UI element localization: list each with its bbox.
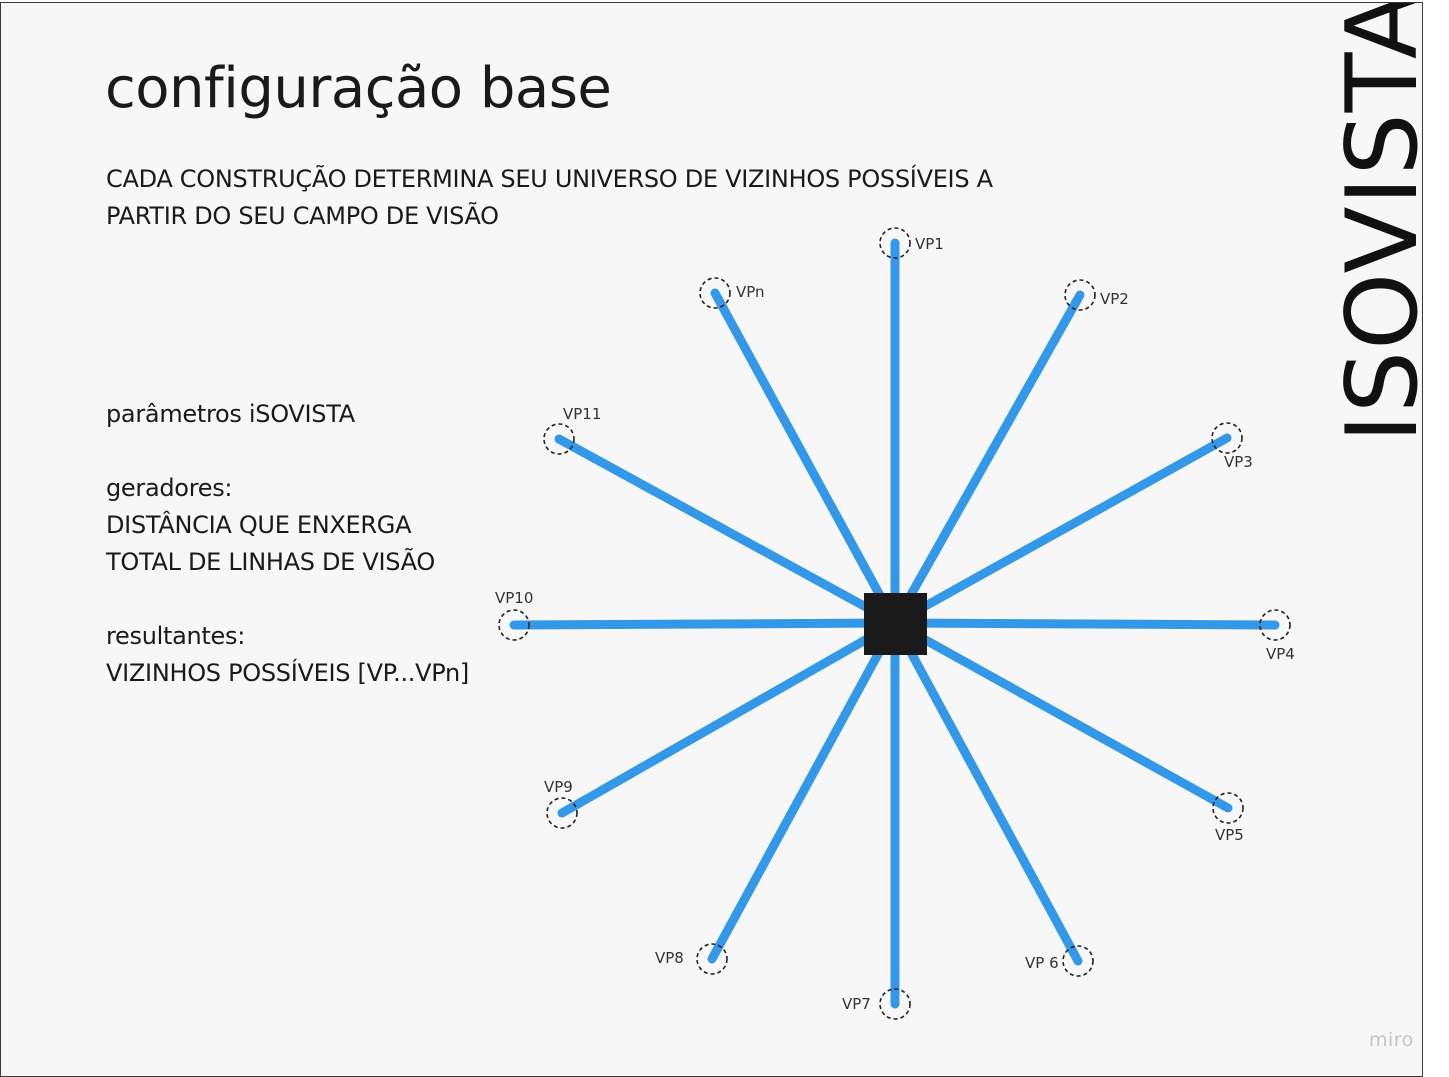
parameters-block: parâmetros iSOVISTA geradores: DISTÂNCIA… xyxy=(106,396,469,692)
viewpoint-marker-vpn xyxy=(699,277,731,309)
sight-line-vp4 xyxy=(890,618,1280,630)
building-square xyxy=(864,593,927,655)
sight-line-vp9 xyxy=(557,618,900,818)
sight-line-vp6 xyxy=(890,618,1083,966)
generator-item: DISTÂNCIA QUE ENXERGA xyxy=(106,511,412,539)
generator-item: TOTAL DE LINHAS DE VISÃO xyxy=(106,548,435,576)
viewpoint-marker-vp3 xyxy=(1211,422,1243,454)
results-heading: resultantes: xyxy=(106,622,245,650)
viewpoint-label-vp3: VP3 xyxy=(1224,453,1253,471)
page-title: configuração base xyxy=(105,56,612,121)
viewpoint-label-vp6: VP 6 xyxy=(1025,954,1059,972)
viewpoint-label-vp11: VP11 xyxy=(563,405,601,423)
viewpoint-marker-vp4 xyxy=(1259,609,1291,641)
viewpoint-marker-vp2 xyxy=(1064,279,1096,311)
viewpoint-label-vp9: VP9 xyxy=(544,778,573,796)
sight-line-vp2 xyxy=(890,290,1085,628)
sight-line-vp10 xyxy=(509,618,900,630)
side-title: ISOVISTA xyxy=(1326,2,1423,443)
parameters-heading: parâmetros iSOVISTA xyxy=(106,400,355,428)
viewpoint-marker-vp9 xyxy=(546,797,578,829)
viewpoint-markers xyxy=(498,227,1291,1020)
viewpoint-label-vp1: VP1 xyxy=(915,235,944,253)
viewpoint-marker-vp7 xyxy=(879,988,911,1020)
result-item: VIZINHOS POSSÍVEIS [VP...VPn] xyxy=(106,659,469,687)
viewpoint-label-vpn: VPn xyxy=(736,283,765,301)
sight-lines xyxy=(509,238,1280,1009)
generators-heading: geradores: xyxy=(106,474,233,502)
miro-watermark: miro xyxy=(1369,1029,1414,1051)
viewpoint-marker-vp1 xyxy=(879,227,911,259)
viewpoint-marker-vp10 xyxy=(498,609,530,641)
viewpoint-marker-vp6 xyxy=(1062,945,1094,977)
sight-line-vp8 xyxy=(707,618,900,964)
viewpoint-label-vp4: VP4 xyxy=(1266,645,1295,663)
viewpoint-label-vp8: VP8 xyxy=(655,949,684,967)
sight-line-vp3 xyxy=(890,433,1232,628)
viewpoint-marker-vp8 xyxy=(696,943,728,975)
viewpoint-marker-vp11 xyxy=(543,423,575,455)
sight-line-vp5 xyxy=(890,618,1233,813)
viewpoint-marker-vp5 xyxy=(1212,792,1244,824)
subtitle: CADA CONSTRUÇÃO DETERMINA SEU UNIVERSO D… xyxy=(106,165,993,230)
viewpoint-label-vp5: VP5 xyxy=(1215,826,1244,844)
viewpoint-label-vp7: VP7 xyxy=(842,995,871,1013)
sight-line-vp11 xyxy=(554,434,900,628)
viewpoint-label-vp10: VP10 xyxy=(495,589,533,607)
viewpoint-label-vp2: VP2 xyxy=(1100,290,1129,308)
sight-line-vpn xyxy=(710,288,900,628)
